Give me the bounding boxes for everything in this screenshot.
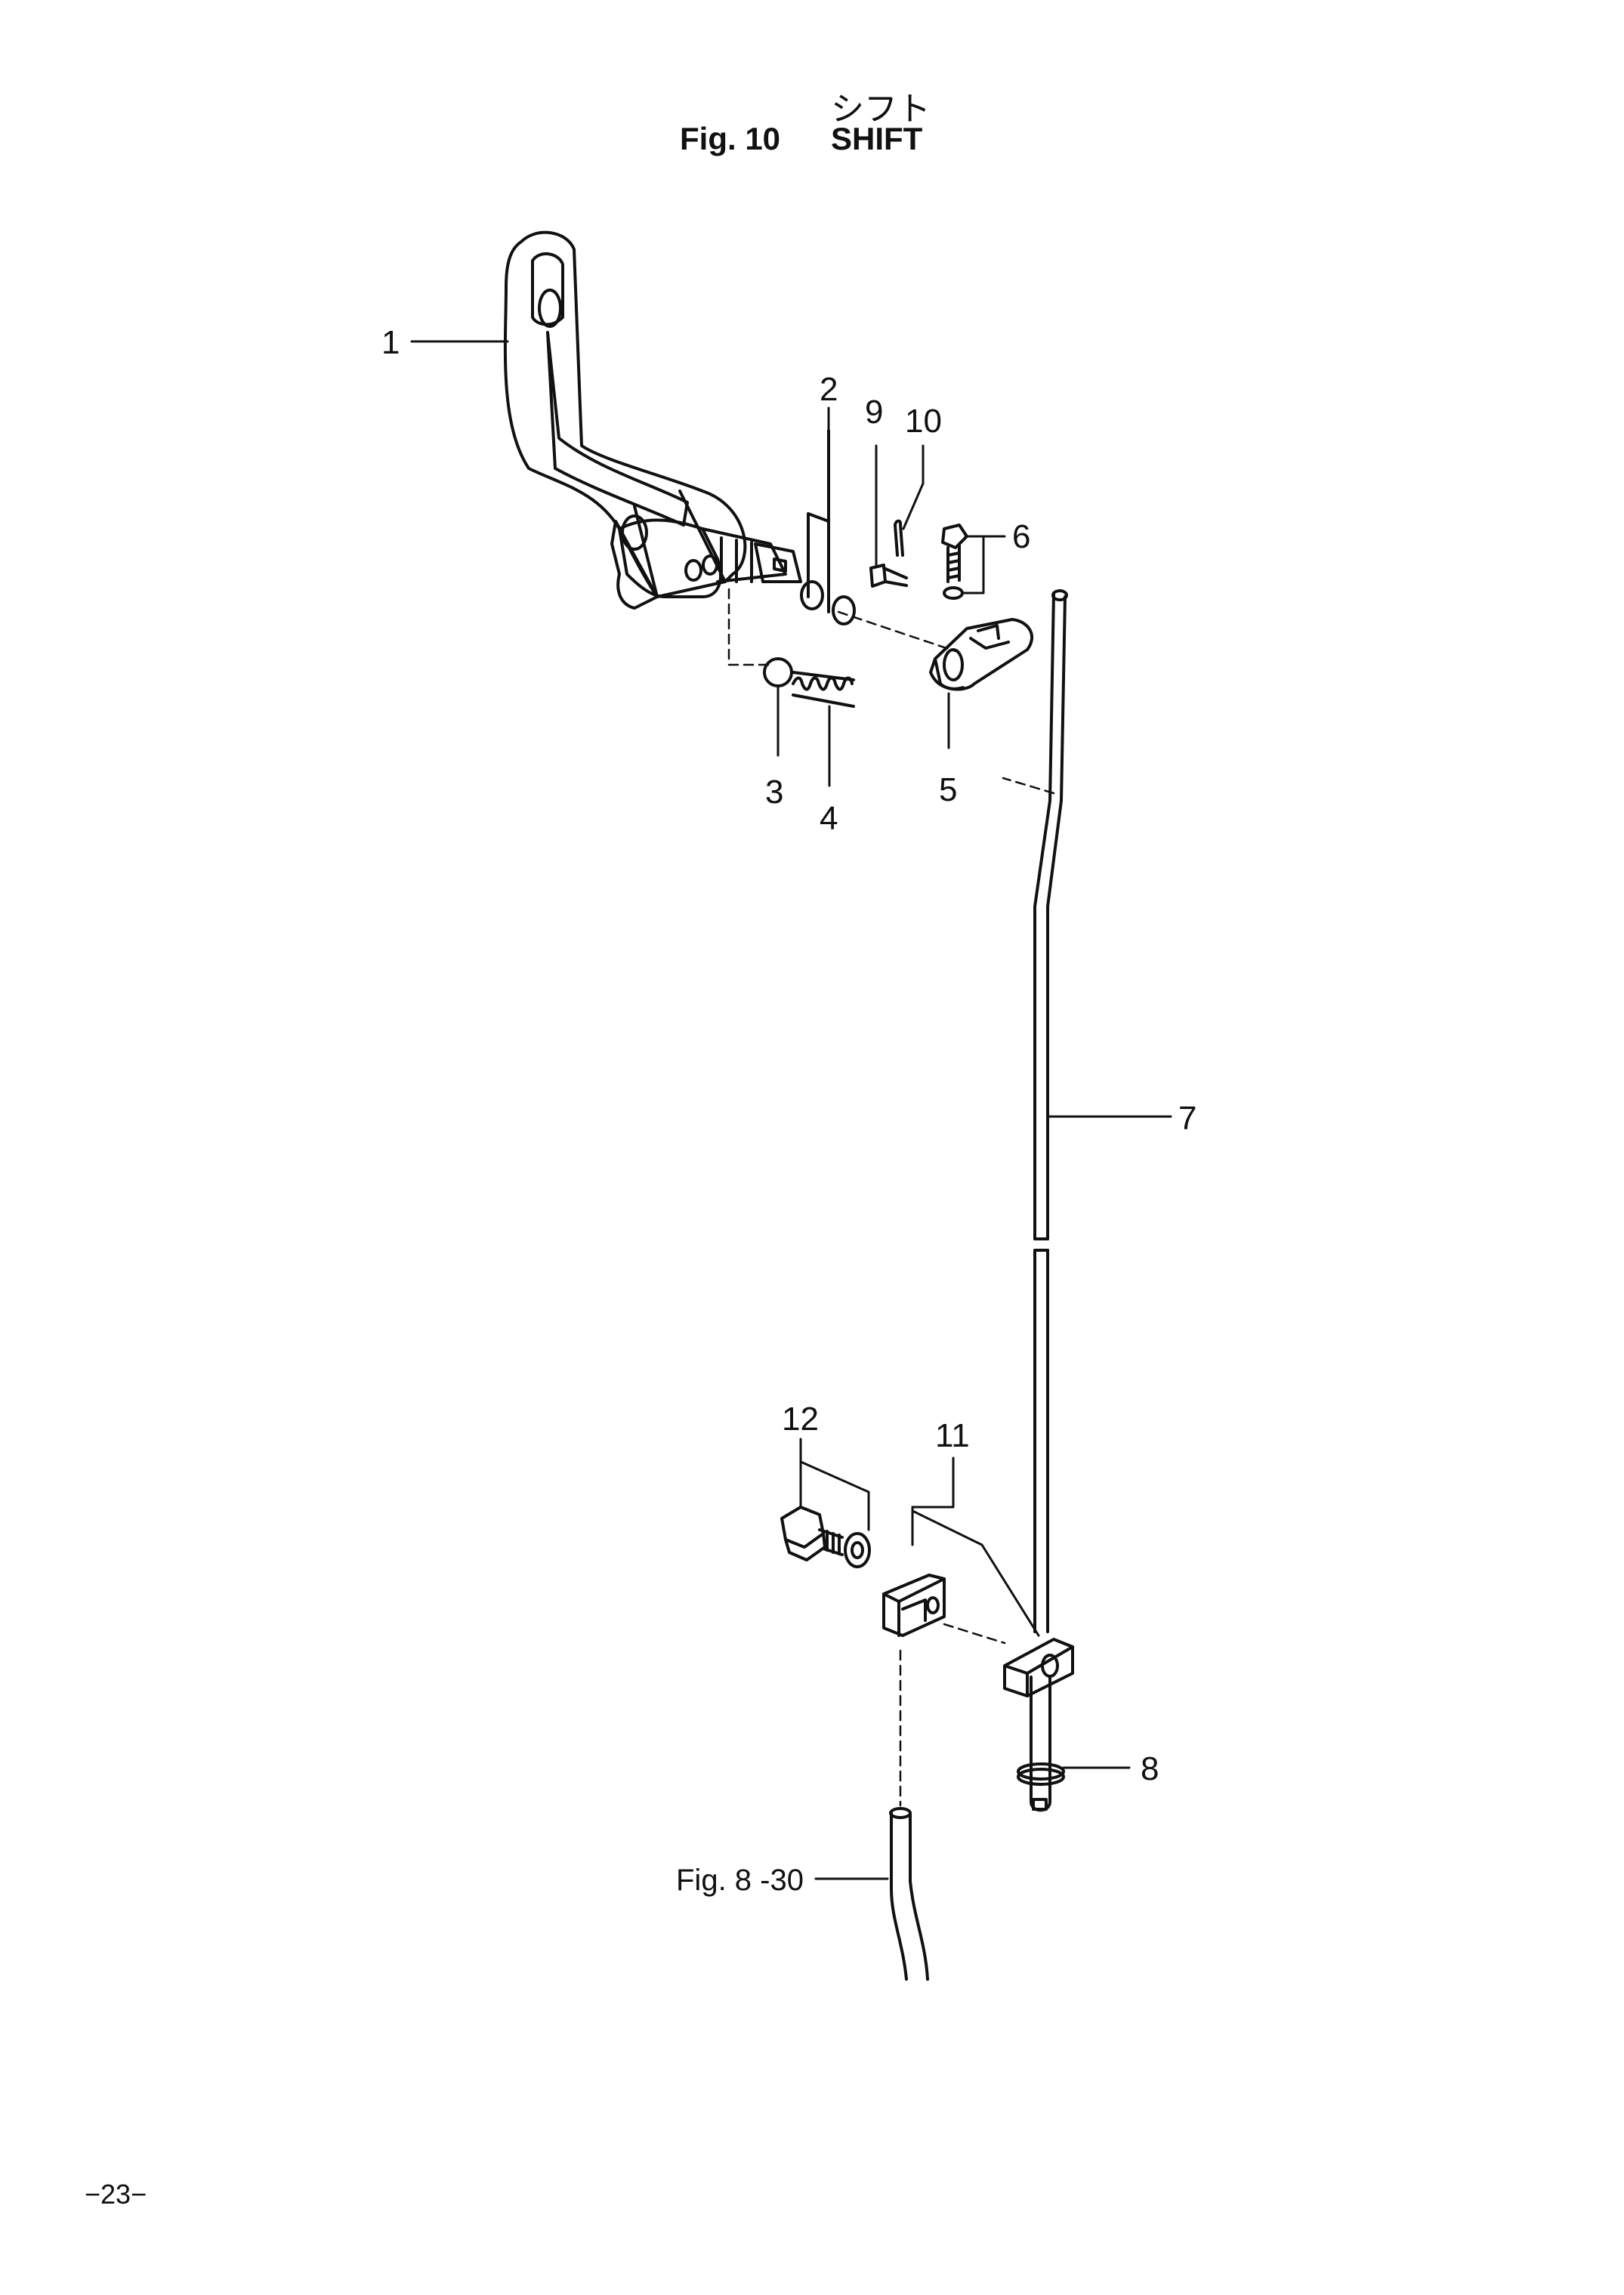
callout-6: 6: [1012, 518, 1030, 555]
part-clamp-block: [911, 1456, 1074, 1697]
part-screw-washer: [941, 524, 1006, 600]
reference-label: Fig. 8 -30: [676, 1864, 804, 1897]
part-bolt-washer: [780, 1438, 871, 1568]
callout-11: 11: [935, 1417, 970, 1454]
callout-8: 8: [1141, 1750, 1159, 1787]
part-shift-rod: [1033, 589, 1172, 1633]
callout-4: 4: [820, 800, 838, 837]
part-rod-washer: [1017, 1676, 1131, 1812]
figure-title: SHIFT: [831, 121, 923, 156]
callout-10: 10: [905, 403, 942, 440]
part-steel-ball: [763, 657, 793, 757]
callout-9: 9: [865, 394, 883, 431]
part-retaining-rings: [800, 429, 856, 625]
page-number: −23−: [85, 2179, 147, 2210]
callout-7: 7: [1178, 1100, 1196, 1137]
part-shift-arm: [929, 618, 1033, 749]
part-reference-rod: [814, 1807, 929, 1981]
part-pin: [869, 444, 908, 588]
callout-5: 5: [939, 771, 957, 808]
title-japanese: シフト: [831, 90, 931, 128]
callout-12: 12: [782, 1401, 819, 1438]
part-clip-bracket: [882, 1574, 946, 1637]
page-header: シフト Fig. 10 SHIFT: [0, 0, 1624, 174]
callout-1: 1: [381, 324, 400, 361]
callout-3: 3: [765, 774, 783, 811]
part-spring: [792, 671, 855, 787]
part-split-pin: [894, 444, 925, 557]
figure-number: Fig. 10: [680, 121, 781, 156]
callout-2: 2: [820, 371, 838, 408]
part-lever-hub: [610, 514, 802, 610]
assembly-lines: [727, 588, 1055, 1807]
